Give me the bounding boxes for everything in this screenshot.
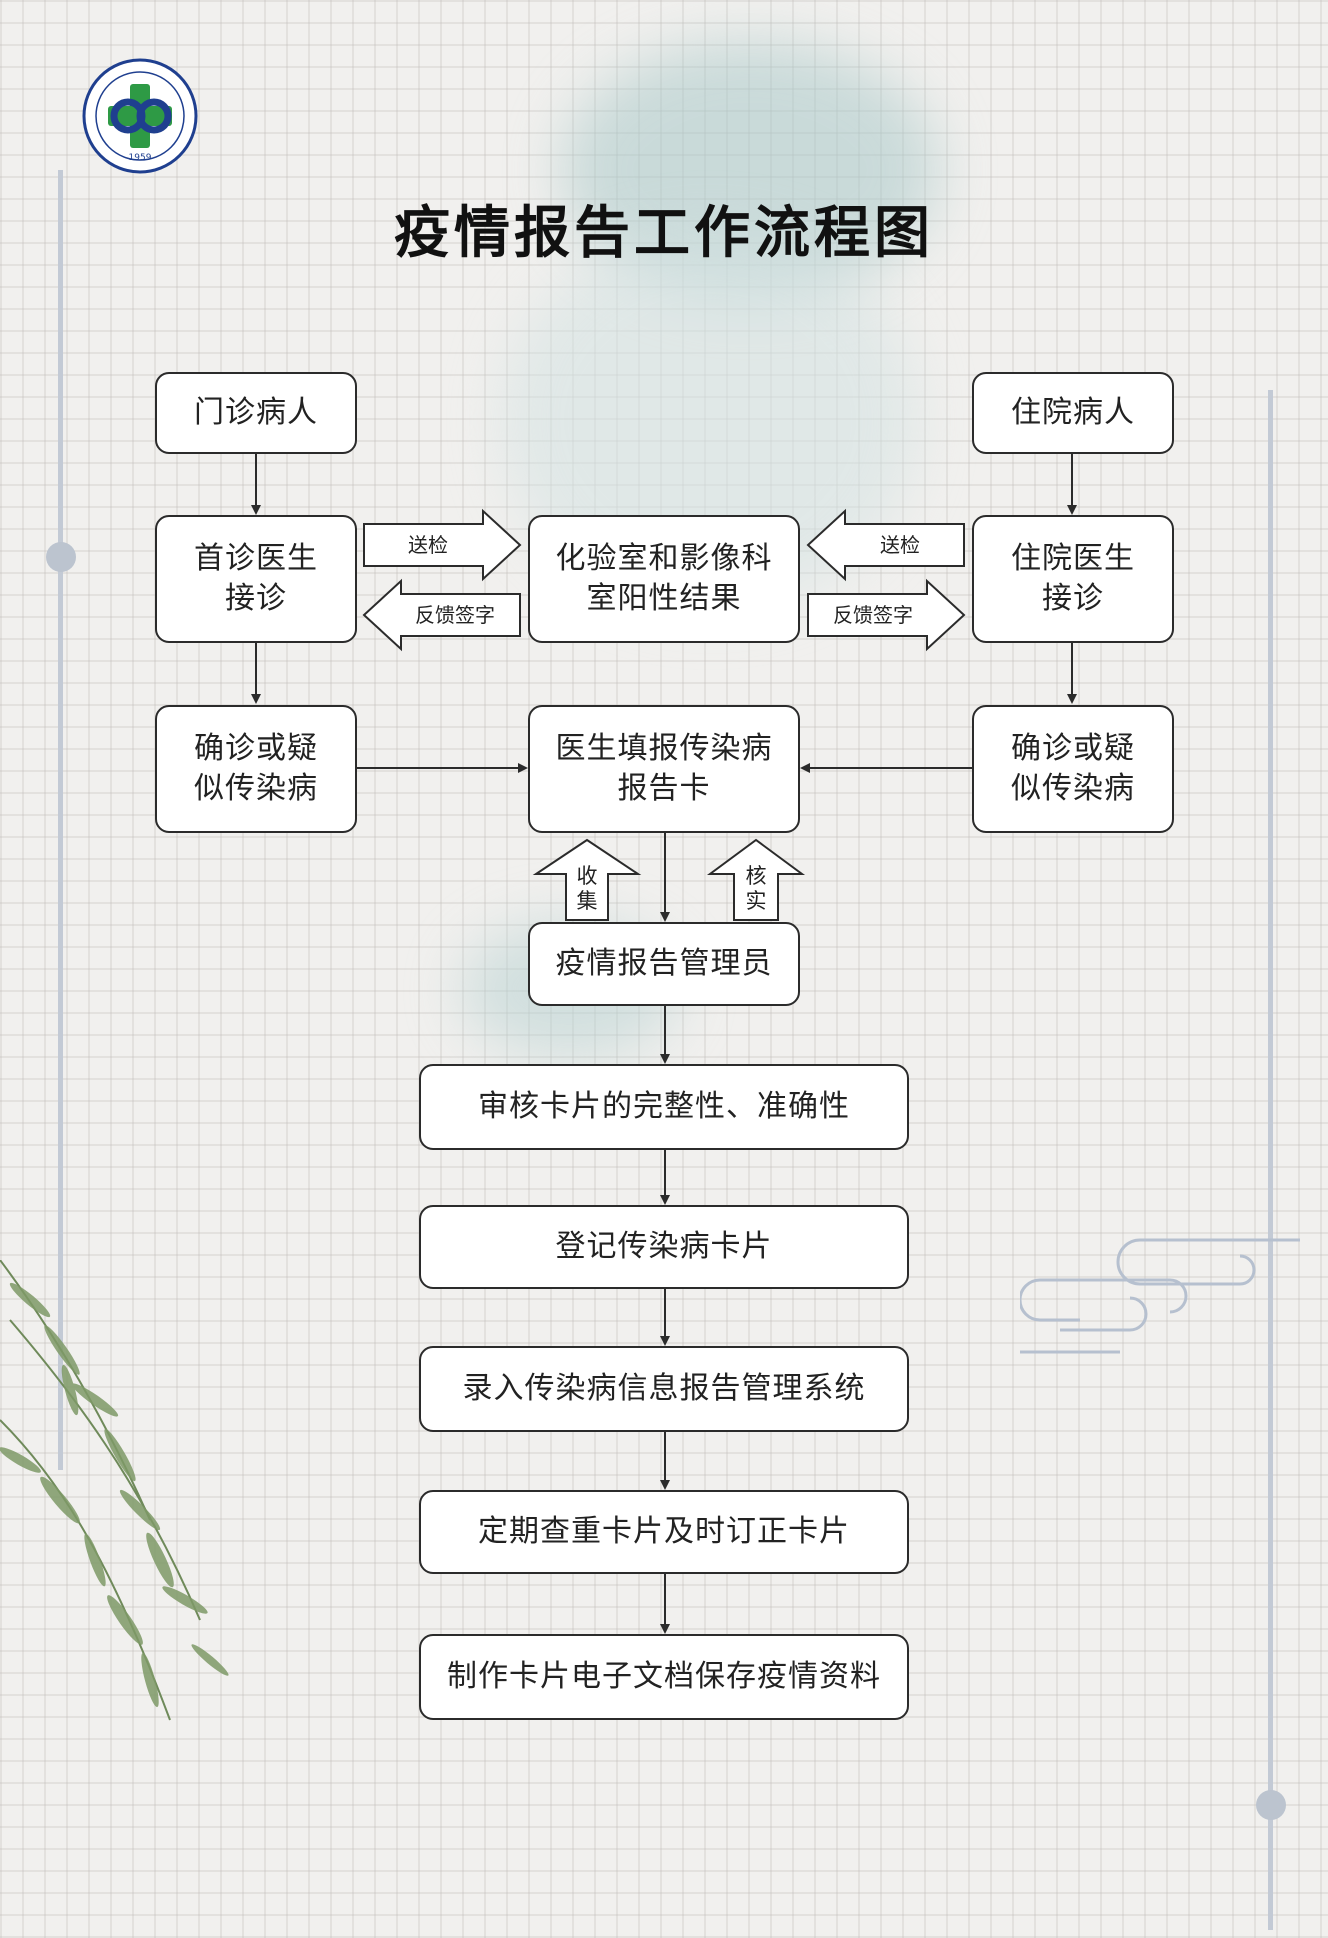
enter-system-box: 录入传染病信息报告管理系统	[419, 1346, 909, 1432]
send-right-label: 送检	[880, 533, 920, 557]
feedback-left-arrow	[362, 578, 521, 652]
review-card-box: 审核卡片的完整性、准确性	[419, 1064, 909, 1150]
hospital-logo: 1959	[82, 58, 198, 174]
right-rail-knob	[1256, 1790, 1286, 1820]
svg-text:1959: 1959	[129, 153, 152, 163]
cloud-decoration	[1020, 1238, 1300, 1354]
report-card-box: 医生填报传染病 报告卡	[528, 705, 800, 833]
outpatient-box: 门诊病人	[155, 372, 357, 454]
confirm-left-box: 确诊或疑 似传染病	[155, 705, 357, 833]
verify-label: 核 实	[745, 864, 767, 913]
confirm-right-box: 确诊或疑 似传染病	[972, 705, 1174, 833]
register-card-box: 登记传染病卡片	[419, 1205, 909, 1289]
feedback-right-label: 反馈签字	[833, 603, 913, 627]
first-doctor-box: 首诊医生 接诊	[155, 515, 357, 643]
send-left-label: 送检	[408, 533, 448, 557]
collect-arrow	[532, 838, 642, 921]
page-title: 疫情报告工作流程图	[394, 200, 934, 266]
left-rail	[58, 170, 63, 1470]
left-rail-knob	[46, 542, 76, 572]
right-rail	[1268, 390, 1273, 1930]
inpatient-box: 住院病人	[972, 372, 1174, 454]
send-left-arrow	[363, 508, 522, 582]
feedback-right-arrow	[807, 578, 966, 652]
archive-records-box: 制作卡片电子文档保存疫情资料	[419, 1634, 909, 1720]
epidemic-manager-box: 疫情报告管理员	[528, 922, 800, 1006]
verify-arrow	[706, 838, 806, 921]
ward-doctor-box: 住院医生 接诊	[972, 515, 1174, 643]
feedback-left-label: 反馈签字	[415, 603, 495, 627]
willow-decoration	[0, 1260, 229, 1721]
check-duplicates-box: 定期查重卡片及时订正卡片	[419, 1490, 909, 1574]
send-right-arrow	[806, 508, 965, 582]
lab-imaging-box: 化验室和影像科 室阳性结果	[528, 515, 800, 643]
collect-label: 收 集	[576, 864, 598, 913]
